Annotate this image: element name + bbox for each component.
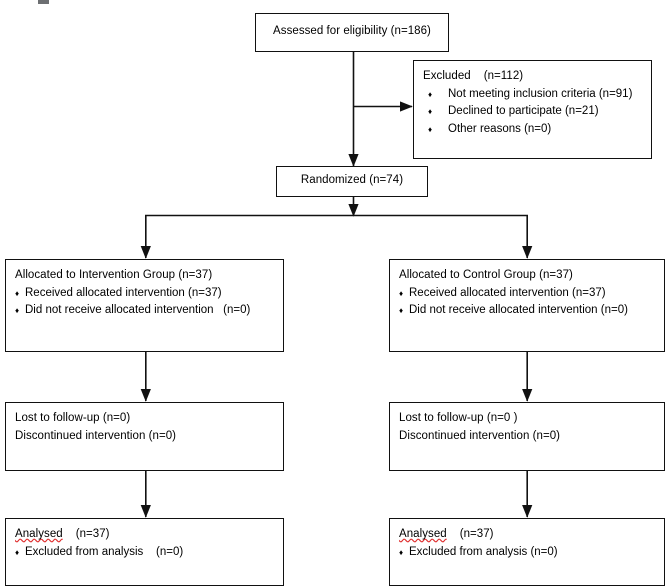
image-artifact — [38, 0, 49, 4]
list-item: Other reasons (n=0) — [423, 121, 642, 139]
allocation-intervention-title: Allocated to Intervention Group (n=37) — [15, 269, 213, 281]
allocation-control-list: Received allocated intervention (n=37) D… — [399, 285, 655, 320]
box-allocation-intervention: Allocated to Intervention Group (n=37) R… — [5, 259, 284, 352]
excluded-reason-list: Not meeting inclusion criteria (n=91) De… — [423, 86, 642, 139]
box-followup-control: Lost to follow-up (n=0 ) Discontinued in… — [389, 402, 665, 471]
excluded-title: Excluded (n=112) — [423, 70, 524, 82]
list-item: Did not receive allocated intervention (… — [15, 302, 274, 320]
box-excluded: Excluded (n=112) Not meeting inclusion c… — [413, 60, 652, 159]
list-item: Received allocated intervention (n=37) — [15, 285, 274, 303]
randomized-title: Randomized (n=74) — [300, 174, 404, 186]
list-item: Did not receive allocated intervention (… — [399, 302, 655, 320]
list-item: Excluded from analysis (n=0) — [15, 544, 274, 562]
analysed-count: (n=37) — [62, 528, 110, 540]
analysis-control-title: Analysed (n=37) — [399, 526, 655, 544]
analysis-control-list: Excluded from analysis (n=0) — [399, 544, 655, 562]
box-analysis-control: Analysed (n=37) Excluded from analysis (… — [389, 518, 665, 586]
assessed-title: Assessed for eligibility (n=186) — [273, 25, 431, 37]
box-assessed-for-eligibility: Assessed for eligibility (n=186) — [255, 13, 449, 52]
analysis-intervention-list: Excluded from analysis (n=0) — [15, 544, 274, 562]
list-item: Not meeting inclusion criteria (n=91) — [423, 86, 642, 104]
list-item: Excluded from analysis (n=0) — [399, 544, 655, 562]
analysed-word: Analysed — [15, 528, 63, 540]
allocation-intervention-list: Received allocated intervention (n=37) D… — [15, 285, 274, 320]
box-randomized: Randomized (n=74) — [276, 166, 428, 197]
analysis-intervention-title: Analysed (n=37) — [15, 526, 274, 544]
analysed-word: Analysed — [399, 528, 447, 540]
allocation-control-title: Allocated to Control Group (n=37) — [399, 269, 573, 281]
box-analysis-intervention: Analysed (n=37) Excluded from analysis (… — [5, 518, 284, 586]
followup-control-lost: Lost to follow-up (n=0 ) — [399, 412, 518, 424]
followup-intervention-lost: Lost to follow-up (n=0) — [15, 412, 131, 424]
analysed-count: (n=37) — [446, 528, 494, 540]
followup-intervention-discontinued: Discontinued intervention (n=0) — [15, 429, 177, 442]
list-item: Received allocated intervention (n=37) — [399, 285, 655, 303]
box-followup-intervention: Lost to follow-up (n=0) Discontinued int… — [5, 402, 284, 471]
followup-control-discontinued: Discontinued intervention (n=0) — [399, 429, 561, 442]
box-allocation-control: Allocated to Control Group (n=37) Receiv… — [389, 259, 665, 352]
list-item: Declined to participate (n=21) — [423, 103, 642, 121]
